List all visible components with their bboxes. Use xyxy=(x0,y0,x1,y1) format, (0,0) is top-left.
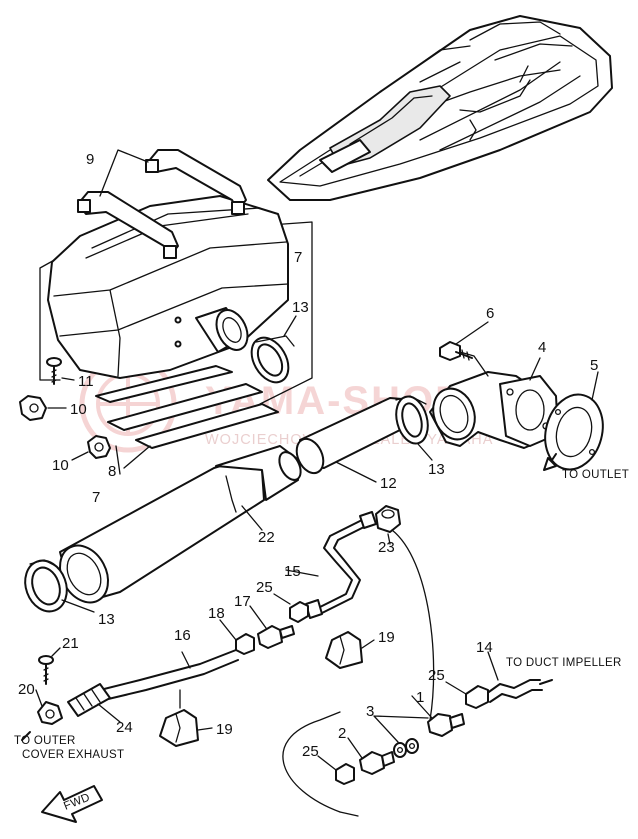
callout-19-upper: 19 xyxy=(378,629,395,646)
callout-13-upper: 13 xyxy=(292,299,309,316)
bolt-21 xyxy=(38,647,61,685)
callout-14: 14 xyxy=(476,639,493,656)
to-impeller-arrow xyxy=(539,679,553,685)
callout-25-lower: 25 xyxy=(302,743,319,760)
callout-10-upper: 10 xyxy=(70,401,87,418)
callout-8: 8 xyxy=(108,463,116,480)
bolt-11 xyxy=(46,357,75,385)
exhaust-pipe-22 xyxy=(59,445,302,604)
callout-24: 24 xyxy=(116,719,133,736)
clamp-10-lower xyxy=(71,435,111,461)
gasket-plates xyxy=(95,365,279,475)
fitting-24 xyxy=(67,683,121,723)
callout-15: 15 xyxy=(284,563,301,580)
callout-10-lower: 10 xyxy=(52,457,69,474)
gasket-5 xyxy=(544,371,604,471)
bolt-6 xyxy=(439,321,489,361)
callout-6: 6 xyxy=(486,305,494,322)
callout-13-lower: 13 xyxy=(98,611,115,628)
drain-hose-route xyxy=(282,529,435,813)
callout-labels: 1 2 3 4 5 6 7 7 8 9 10 10 11 12 13 13 13… xyxy=(18,151,598,760)
callout-12: 12 xyxy=(380,475,397,492)
callout-16: 16 xyxy=(174,627,191,644)
note-to-duct-impeller: TO DUCT IMPELLER xyxy=(506,657,622,669)
connector-17 xyxy=(249,605,295,649)
exhaust-box xyxy=(47,195,289,379)
callout-21: 21 xyxy=(62,635,79,652)
callout-20: 20 xyxy=(18,681,35,698)
hose-16 xyxy=(99,649,239,709)
callout-7-upper: 7 xyxy=(294,249,302,266)
cap-23 xyxy=(375,505,401,545)
callout-13-middle: 13 xyxy=(428,461,445,478)
box-group-bracket-right xyxy=(259,221,313,405)
connector-18 xyxy=(219,619,255,655)
callout-4: 4 xyxy=(538,339,546,356)
note-to-outer-line2: COVER EXHAUST xyxy=(22,749,124,761)
fwd-arrow-icon xyxy=(41,785,103,823)
callout-25-upper: 25 xyxy=(256,579,273,596)
clamp-20 xyxy=(35,689,63,725)
callout-7-lower: 7 xyxy=(92,489,100,506)
note-to-outlet: TO OUTLET xyxy=(562,469,629,481)
hose-12 xyxy=(295,397,421,483)
washers-3 xyxy=(373,715,429,758)
hose-clamp-13-upper xyxy=(250,315,297,384)
connector-25-upper xyxy=(273,593,309,623)
handles xyxy=(77,149,247,259)
connector-25-right xyxy=(445,681,489,709)
callout-25-right: 25 xyxy=(428,667,445,684)
clamp-10-upper xyxy=(19,395,67,421)
callout-22: 22 xyxy=(258,529,275,546)
callout-5: 5 xyxy=(590,357,598,374)
watercraft-hull xyxy=(267,15,613,201)
callout-1: 1 xyxy=(416,689,424,706)
callout-17: 17 xyxy=(234,593,251,610)
callout-19-lower: 19 xyxy=(216,721,233,738)
connector-25-lower xyxy=(317,755,355,785)
hose-14 xyxy=(485,651,543,703)
elbow-pipe-4 xyxy=(429,351,559,449)
callout-23: 23 xyxy=(378,539,395,556)
box-group-bracket xyxy=(39,257,61,381)
callout-9: 9 xyxy=(86,151,94,168)
to-outlet-arrowhead xyxy=(543,457,557,471)
hose-clamp-13-lower xyxy=(24,559,95,613)
fitting-2 xyxy=(347,737,395,775)
callout-18: 18 xyxy=(208,605,225,622)
bracket-19-lower xyxy=(159,709,213,747)
callout-11: 11 xyxy=(78,373,94,390)
hose-clamp-13-middle xyxy=(395,395,433,461)
fitting-1 xyxy=(411,695,465,737)
callout-2: 2 xyxy=(338,725,346,742)
note-to-outer-line1: TO OUTER xyxy=(14,735,76,747)
to-outer-arrow xyxy=(21,731,31,741)
callout-3: 3 xyxy=(366,703,374,720)
bracket-19-upper xyxy=(325,631,375,669)
